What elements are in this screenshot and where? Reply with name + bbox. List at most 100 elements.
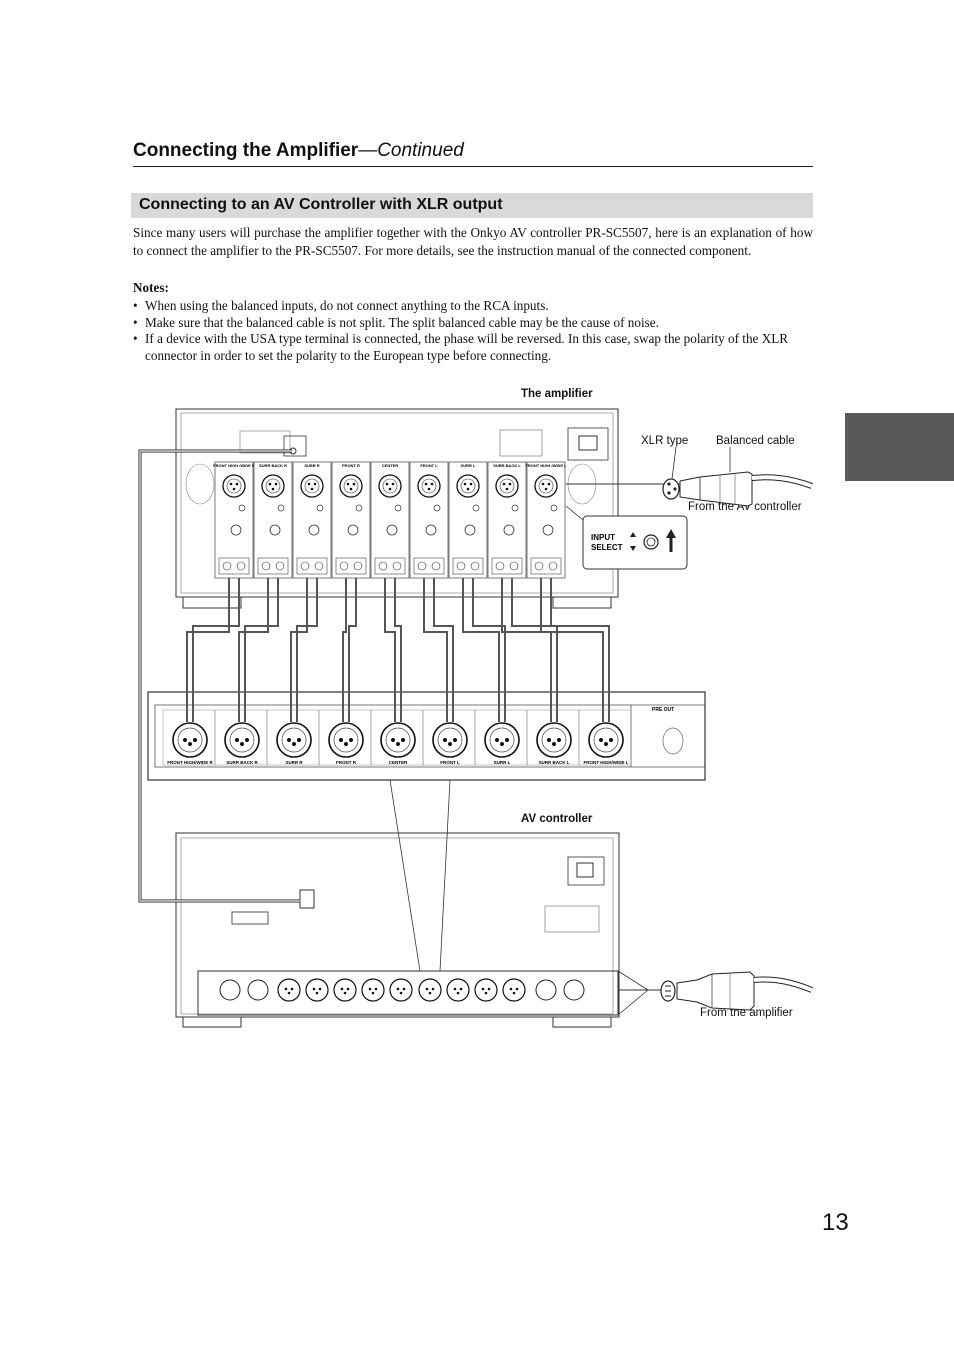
amp-channel-label: CENTER bbox=[382, 463, 399, 468]
preout-xlr-inner bbox=[177, 727, 203, 753]
preout-xlr-pin bbox=[245, 738, 249, 742]
amp-rca-jack bbox=[308, 524, 320, 536]
amp-select-button bbox=[511, 504, 519, 512]
amp-xlr-pin bbox=[268, 482, 272, 486]
av-controller-label: AV controller bbox=[521, 813, 593, 825]
amp-xlr-pin bbox=[310, 487, 314, 491]
preout-xlr-pin bbox=[448, 742, 452, 746]
amp-xlr-pin bbox=[469, 482, 473, 486]
amp-select-button bbox=[277, 504, 285, 512]
controller-xlr-pin bbox=[340, 987, 344, 991]
header-title: Connecting the Amplifier bbox=[133, 140, 359, 161]
amp-select-button bbox=[472, 504, 480, 512]
amp-xlr-jack bbox=[339, 474, 363, 498]
amp-select-button bbox=[433, 504, 441, 512]
controller-xlr-pin bbox=[456, 991, 460, 995]
from-av-controller-label: From the AV controller bbox=[688, 501, 802, 513]
amp-xlr-pin bbox=[229, 482, 233, 486]
controller-xlr-pin bbox=[284, 987, 288, 991]
controller-xlr-jack bbox=[361, 978, 385, 1002]
amp-xlr-pin bbox=[424, 482, 428, 486]
amp-select-button bbox=[394, 504, 402, 512]
controller-xlr-jack bbox=[389, 978, 413, 1002]
amp-terminal-post bbox=[353, 561, 363, 571]
preout-xlr-pin bbox=[547, 738, 551, 742]
preout-xlr-pin bbox=[292, 742, 296, 746]
amp-rca-jack bbox=[425, 524, 437, 536]
amp-xlr-pin bbox=[508, 482, 512, 486]
note-item: If a device with the USA type terminal i… bbox=[133, 331, 813, 364]
amp-xlr-pin bbox=[430, 482, 434, 486]
amp-xlr-pin bbox=[232, 487, 236, 491]
controller-xlr-pin bbox=[371, 991, 375, 995]
controller-xlr-jack bbox=[418, 978, 442, 1002]
amplifier-label: The amplifier bbox=[521, 388, 593, 400]
amp-terminal-post bbox=[495, 561, 505, 571]
amp-xlr-pin bbox=[349, 487, 353, 491]
controller-xlr-jack bbox=[563, 979, 585, 1001]
from-amplifier-label: From the amplifier bbox=[700, 1007, 793, 1019]
amp-select-button bbox=[550, 504, 558, 512]
preout-xlr-pin bbox=[235, 738, 239, 742]
amp-rca-jack bbox=[464, 524, 476, 536]
preout-channel-label: SURR BACK R bbox=[226, 760, 258, 765]
preout-xlr-pin bbox=[552, 742, 556, 746]
amp-xlr-pin bbox=[346, 482, 350, 486]
preout-xlr-pin bbox=[599, 738, 603, 742]
amp-terminal-post bbox=[392, 561, 402, 571]
controller-xlr-jack bbox=[535, 979, 557, 1001]
preout-xlr-pin bbox=[349, 738, 353, 742]
preout-channel-label: CENTER bbox=[389, 760, 408, 765]
amp-xlr-jack-inner bbox=[343, 478, 359, 494]
preout-xlr-inner bbox=[229, 727, 255, 753]
controller-xlr-jack bbox=[474, 978, 498, 1002]
amp-terminal-post bbox=[431, 561, 441, 571]
controller-xlr-jack bbox=[277, 978, 301, 1002]
amp-channel-label: SURR L bbox=[461, 463, 476, 468]
amp-xlr-pin bbox=[463, 482, 467, 486]
input-select-text-2: SELECT bbox=[591, 543, 623, 552]
amp-terminal-post bbox=[509, 561, 519, 571]
preout-xlr-inner bbox=[281, 727, 307, 753]
amp-xlr-jack bbox=[534, 474, 558, 498]
preout-xlr-inner bbox=[541, 727, 567, 753]
preout-channel-label: FRONT L bbox=[440, 760, 460, 765]
input-select-text-1: INPUT bbox=[591, 533, 615, 542]
amp-xlr-pin bbox=[352, 482, 356, 486]
amp-rca-jack bbox=[347, 524, 359, 536]
amp-rca-jack bbox=[269, 524, 281, 536]
amp-terminal-post bbox=[456, 561, 466, 571]
controller-xlr-pin bbox=[396, 987, 400, 991]
controller-xlr-pin bbox=[343, 991, 347, 995]
preout-xlr-pin bbox=[339, 738, 343, 742]
amp-xlr-pin bbox=[391, 482, 395, 486]
controller-xlr-row bbox=[219, 978, 585, 1002]
amp-speaker-terminal bbox=[218, 557, 250, 575]
amp-terminal-post bbox=[300, 561, 310, 571]
amp-xlr-jack-inner bbox=[499, 478, 515, 494]
preout-xlr-pin bbox=[193, 738, 197, 742]
preout-xlr-pin bbox=[401, 738, 405, 742]
preout-xlr-pin bbox=[505, 738, 509, 742]
preout-xlr-pin bbox=[391, 738, 395, 742]
amp-channel-label: FRONT L bbox=[420, 463, 438, 468]
amp-rca-jack bbox=[230, 524, 242, 536]
controller-xlr-pin bbox=[399, 991, 403, 995]
amp-channel-label: SURR BACK R bbox=[259, 463, 287, 468]
amp-select-button bbox=[316, 504, 324, 512]
amp-xlr-jack bbox=[261, 474, 285, 498]
amp-channel-label: FRONT R bbox=[342, 463, 360, 468]
amp-speaker-terminal bbox=[335, 557, 367, 575]
preout-xlr-pin bbox=[183, 738, 187, 742]
amp-xlr-pin bbox=[313, 482, 317, 486]
preout-xlr-inner bbox=[593, 727, 619, 753]
amp-terminal-post bbox=[314, 561, 324, 571]
amp-channel-label: FRONT HIGH /WIDE L bbox=[525, 463, 567, 468]
balanced-cable-label: Balanced cable bbox=[716, 435, 795, 447]
controller-xlr-jack bbox=[446, 978, 470, 1002]
amp-terminal-post bbox=[236, 561, 246, 571]
amp-select-button bbox=[355, 504, 363, 512]
